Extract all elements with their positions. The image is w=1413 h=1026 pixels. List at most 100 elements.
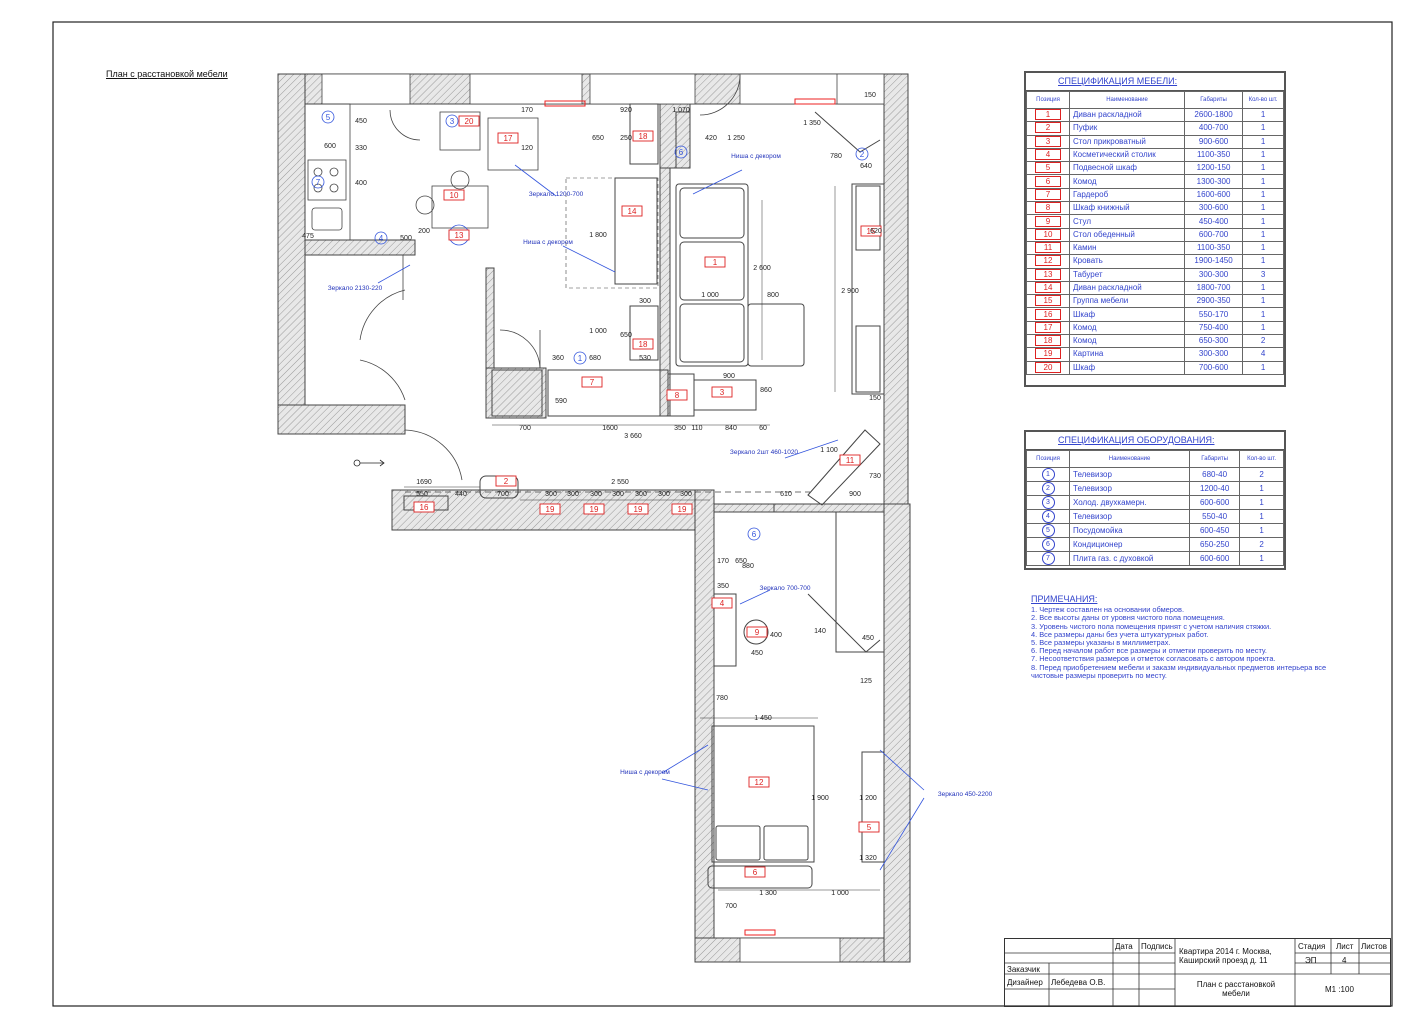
leader-arrows (377, 164, 925, 871)
tb-drawing-name: План с расстановкой мебели (1196, 980, 1276, 998)
cell-position: 5 (1026, 523, 1070, 538)
cell-name: Гардероб (1068, 187, 1186, 203)
cell-quantity: 1 (1242, 121, 1284, 136)
tb-sheet: 4 (1342, 956, 1347, 965)
cell-quantity: 1 (1242, 240, 1284, 256)
cell-dimensions: 680-40 (1189, 467, 1241, 482)
cell-dimensions: 600-600 (1189, 495, 1241, 510)
dimension-text: 610 (780, 491, 792, 498)
furniture-tag-19: 19 (627, 503, 649, 515)
furniture-tag-number: 19 (678, 505, 687, 514)
cell-name: Камин (1068, 240, 1186, 256)
note-item: 6. Перед началом работ все размеры и отм… (1031, 646, 1267, 656)
furniture-tag-number: 4 (720, 599, 725, 608)
furniture-tag-18: 18 (632, 338, 654, 350)
cell-dimensions: 1100-350 (1184, 147, 1244, 163)
dimension-text: 60 (759, 425, 767, 432)
position-tag: 14 (1035, 282, 1061, 293)
cell-position: 1 (1026, 467, 1070, 482)
dimension-text: 330 (355, 145, 367, 152)
cell-position: 10 (1026, 227, 1070, 242)
furniture-tag-5: 5 (858, 821, 880, 833)
cell-name: Диван раскладной (1068, 280, 1186, 296)
dimension-text: 3 660 (624, 433, 642, 440)
cell-dimensions: 650-300 (1184, 334, 1244, 349)
cell-position: 8 (1026, 201, 1070, 216)
furniture-tag-18: 18 (632, 130, 654, 142)
position-tag: 7 (1035, 188, 1061, 200)
tb-client-label: Заказчик (1007, 965, 1040, 974)
dimension-text: 800 (767, 292, 779, 299)
dimension-text: 650 (592, 135, 604, 142)
dimension-text: 300 (635, 491, 647, 498)
cell-dimensions: 1300-300 (1184, 174, 1244, 189)
dimension-text: 1 250 (727, 135, 745, 142)
dimension-text: 300 (680, 491, 692, 498)
cell-name: Стол обеденный (1068, 227, 1186, 242)
notes-title: ПРИМЕЧАНИЯ: (1031, 594, 1098, 604)
cell-quantity: 1 (1239, 523, 1284, 538)
cell-dimensions: 300-300 (1184, 267, 1244, 282)
dimension-text: 170 (717, 558, 729, 565)
dimension-text: 700 (497, 491, 509, 498)
cell-name: Кондиционер (1068, 537, 1191, 552)
svg-text:6: 6 (679, 148, 684, 157)
walls (277, 73, 911, 963)
note-item: 3. Уровень чистого пола помещения принят… (1031, 621, 1272, 631)
cell-quantity: 1 (1242, 187, 1284, 203)
dimension-text: 1 100 (820, 447, 838, 454)
dimension-text: 300 (545, 491, 557, 498)
dimension-text: 840 (725, 425, 737, 432)
furniture-tag-number: 20 (465, 117, 474, 126)
dimension-text: 780 (830, 153, 842, 160)
dimension-text: 530 (639, 355, 651, 362)
cell-dimensions: 1200-150 (1184, 161, 1244, 176)
cell-dimensions: 550-170 (1184, 307, 1244, 322)
col-header: Габариты (1189, 450, 1241, 468)
note-item: 7. Несоответствия размеров и отметок сог… (1031, 654, 1276, 664)
cell-position: 16 (1026, 307, 1070, 322)
tb-project: Квартира 2014 г. Москва, Каширский проез… (1179, 947, 1272, 965)
cell-name: Холод. двухкамерн. (1068, 495, 1191, 510)
cell-position: 14 (1026, 280, 1070, 296)
cell-name: Комод (1068, 320, 1186, 336)
position-tag: 7 (1041, 552, 1055, 565)
dimension-text: 300 (567, 491, 579, 498)
dimension-text: 150 (864, 92, 876, 99)
tb-sheets-label: Листов (1361, 942, 1387, 951)
dimension-text: 620 (870, 228, 882, 235)
furniture-tag-number: 10 (450, 191, 459, 200)
cell-position: 3 (1026, 134, 1070, 149)
cell-dimensions: 600-450 (1189, 523, 1241, 538)
furniture-tag-number: 5 (867, 823, 872, 832)
dimension-text: 1 300 (759, 890, 777, 897)
equipment-spec-title: СПЕЦИФИКАЦИЯ ОБОРУДОВАНИЯ: (1026, 432, 1284, 450)
cell-quantity: 1 (1242, 107, 1284, 123)
position-tag: 1 (1035, 109, 1061, 121)
position-tag: 12 (1035, 255, 1061, 267)
cell-name: Плита газ. с духовкой (1068, 551, 1191, 566)
svg-text:2: 2 (860, 150, 865, 159)
sheet-frame (52, 21, 1393, 1007)
dimension-text: 1 350 (803, 120, 821, 127)
door-swings (359, 74, 741, 481)
furniture-tag-14: 14 (621, 205, 643, 217)
cell-position: 6 (1026, 174, 1070, 189)
dimension-text: 2 600 (753, 265, 771, 272)
furniture-tag-number: 14 (628, 207, 637, 216)
dimension-text: 900 (723, 373, 735, 380)
cell-name: Стул (1068, 214, 1186, 229)
furniture-tag-3: 3 (711, 386, 733, 398)
furniture-tag-9: 9 (746, 626, 768, 638)
dimension-text: 700 (519, 425, 531, 432)
windows (321, 73, 885, 963)
furniture-tag-15: 15 (860, 225, 882, 237)
cell-dimensions: 900-600 (1184, 134, 1244, 149)
